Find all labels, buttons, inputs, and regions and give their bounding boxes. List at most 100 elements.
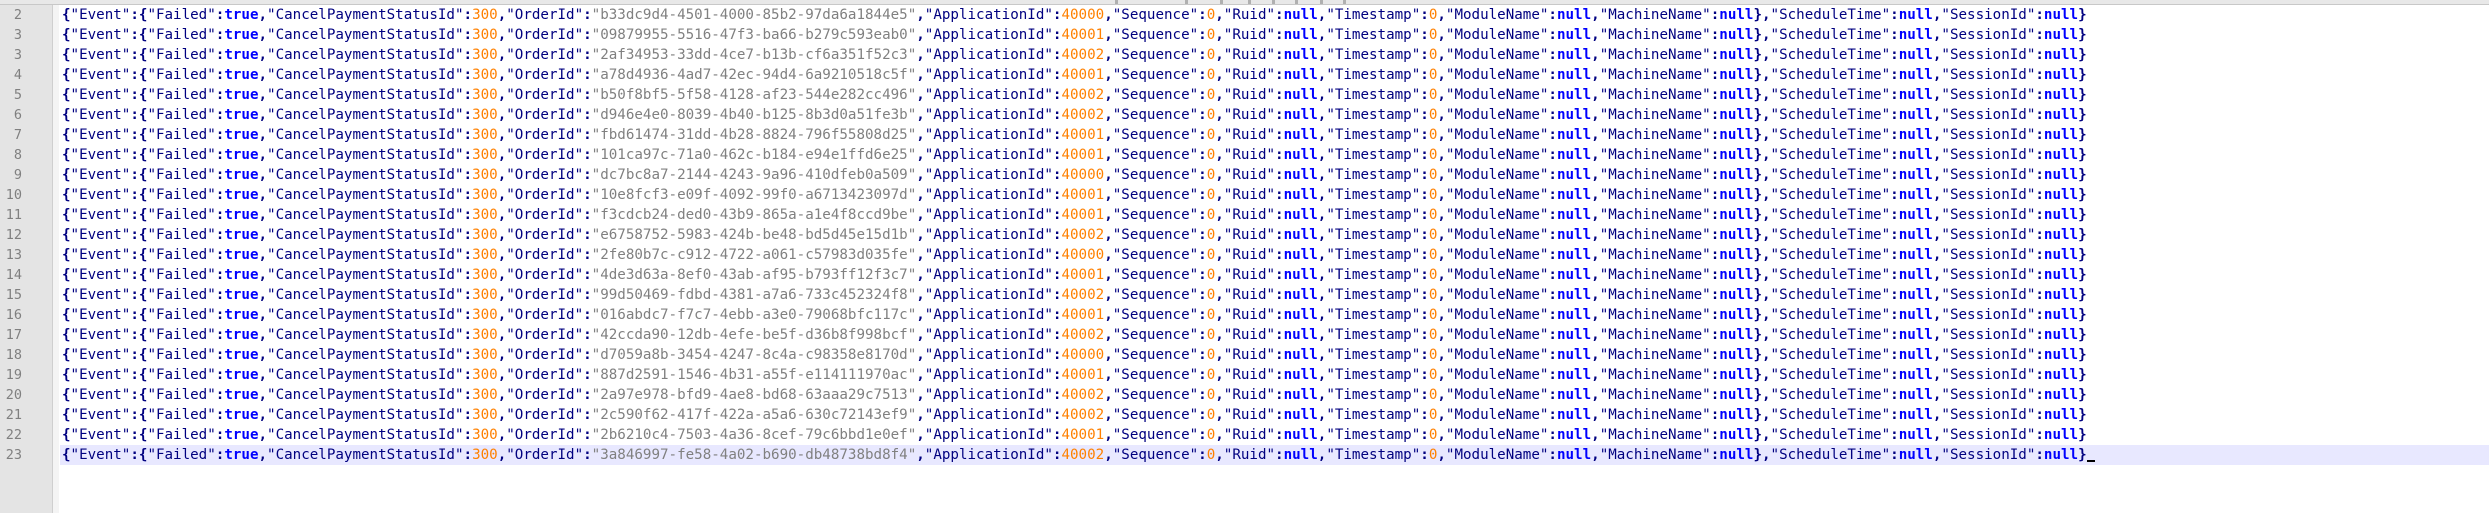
json-punctuation: } [2078, 147, 2087, 163]
json-literal: null [1719, 207, 1754, 223]
json-punctuation: : [2035, 447, 2044, 463]
json-key: "OrderId" [506, 127, 584, 143]
line-number: 12 [5, 227, 22, 243]
json-punctuation: , [1215, 207, 1224, 223]
json-key: "CancelPaymentStatusId" [267, 427, 464, 443]
json-punctuation: }, [1753, 267, 1771, 283]
json-number: 300 [472, 267, 498, 283]
application-id-value: 40002 [1061, 227, 1105, 243]
json-punctuation: : [1890, 227, 1899, 243]
json-punctuation: : [1275, 407, 1284, 423]
json-punctuation: , [1932, 167, 1942, 183]
json-punctuation: : [1275, 187, 1284, 203]
json-punctuation: , [497, 27, 507, 43]
json-punctuation: , [1215, 247, 1224, 263]
json-literal: true [224, 367, 259, 383]
json-key: "SessionId" [1941, 407, 2036, 423]
json-key: "CancelPaymentStatusId" [267, 147, 464, 163]
json-punctuation: : [1052, 107, 1062, 123]
json-literal: true [224, 387, 259, 403]
json-key: "SessionId" [1941, 27, 2036, 43]
line-number: 2 [13, 7, 22, 23]
json-punctuation: }, [1753, 407, 1771, 423]
json-key: "Failed" [147, 427, 216, 443]
json-key: "MachineName" [1599, 47, 1711, 63]
json-literal: null [1556, 287, 1592, 303]
json-key: "ApplicationId" [924, 227, 1053, 243]
json-punctuation: : [1710, 127, 1720, 143]
json-key: "Failed" [147, 207, 216, 223]
json-literal: true [224, 67, 259, 83]
application-id-value: 40002 [1061, 327, 1105, 343]
json-punctuation: , [1932, 7, 1942, 23]
json-key: "Timestamp" [1326, 227, 1421, 243]
json-punctuation: , [1932, 147, 1942, 163]
json-punctuation: , [1591, 187, 1600, 203]
json-punctuation: : [2035, 67, 2044, 83]
json-literal: null [1283, 407, 1318, 423]
json-number: 300 [472, 347, 498, 363]
json-punctuation: , [497, 207, 507, 223]
json-punctuation: , [258, 167, 268, 183]
json-punctuation: : [1890, 447, 1899, 463]
json-key: "Ruid" [1223, 207, 1276, 223]
json-punctuation: : [1548, 427, 1557, 443]
json-key: "Event" [70, 227, 131, 243]
json-key: "ModuleName" [1445, 227, 1549, 243]
json-literal: null [2043, 227, 2079, 243]
json-punctuation: : [1710, 407, 1720, 423]
json-punctuation: : [1548, 27, 1557, 43]
json-punctuation: : [1710, 347, 1720, 363]
json-key: "Ruid" [1223, 407, 1276, 423]
json-key: "SessionId" [1941, 387, 2036, 403]
json-punctuation: : [1420, 387, 1429, 403]
json-punctuation: , [1437, 47, 1446, 63]
json-literal: null [1556, 127, 1592, 143]
tab-marker [1115, 0, 1118, 4]
json-key: "MachineName" [1599, 307, 1711, 323]
json-punctuation: : [2035, 127, 2044, 143]
json-key: "ModuleName" [1445, 147, 1549, 163]
json-key: "ApplicationId" [924, 427, 1053, 443]
json-literal: null [1283, 127, 1318, 143]
json-punctuation: : [463, 87, 473, 103]
json-number: 0 [1428, 147, 1438, 163]
json-punctuation: , [497, 127, 507, 143]
json-literal: null [1719, 327, 1754, 343]
json-literal: null [2043, 167, 2079, 183]
code-editor[interactable]: 2{"Event":{"Failed":true,"CancelPaymentS… [0, 5, 2489, 513]
json-punctuation: : [1548, 367, 1557, 383]
json-literal: null [1898, 87, 1933, 103]
line-number: 13 [5, 247, 22, 263]
json-punctuation: : [215, 407, 225, 423]
tab-marker [1320, 0, 1323, 4]
json-punctuation: : [1548, 207, 1557, 223]
json-punctuation: :{ [130, 207, 148, 223]
json-key: "Timestamp" [1326, 27, 1421, 43]
json-punctuation: }, [1753, 367, 1771, 383]
json-key: "CancelPaymentStatusId" [267, 27, 464, 43]
json-punctuation: { [62, 107, 71, 123]
json-punctuation: } [2078, 327, 2087, 343]
json-punctuation: : [1420, 267, 1429, 283]
json-number: 300 [472, 287, 498, 303]
json-punctuation: , [1215, 327, 1224, 343]
json-punctuation: , [1591, 247, 1600, 263]
json-punctuation: : [1548, 327, 1557, 343]
json-key: "MachineName" [1599, 107, 1711, 123]
json-punctuation: , [1317, 207, 1327, 223]
json-punctuation: : [1275, 367, 1284, 383]
json-punctuation: , [1104, 207, 1113, 223]
json-punctuation: :{ [130, 7, 148, 23]
json-key: "Failed" [147, 127, 216, 143]
json-punctuation: : [1275, 127, 1284, 143]
json-punctuation: } [2078, 307, 2087, 323]
json-punctuation: , [1317, 147, 1327, 163]
json-punctuation: : [215, 207, 225, 223]
json-key: "SessionId" [1941, 187, 2036, 203]
json-number: 0 [1428, 87, 1438, 103]
json-punctuation: : [463, 227, 473, 243]
json-number: 300 [472, 307, 498, 323]
json-punctuation: : [1275, 27, 1284, 43]
json-punctuation: : [463, 167, 473, 183]
